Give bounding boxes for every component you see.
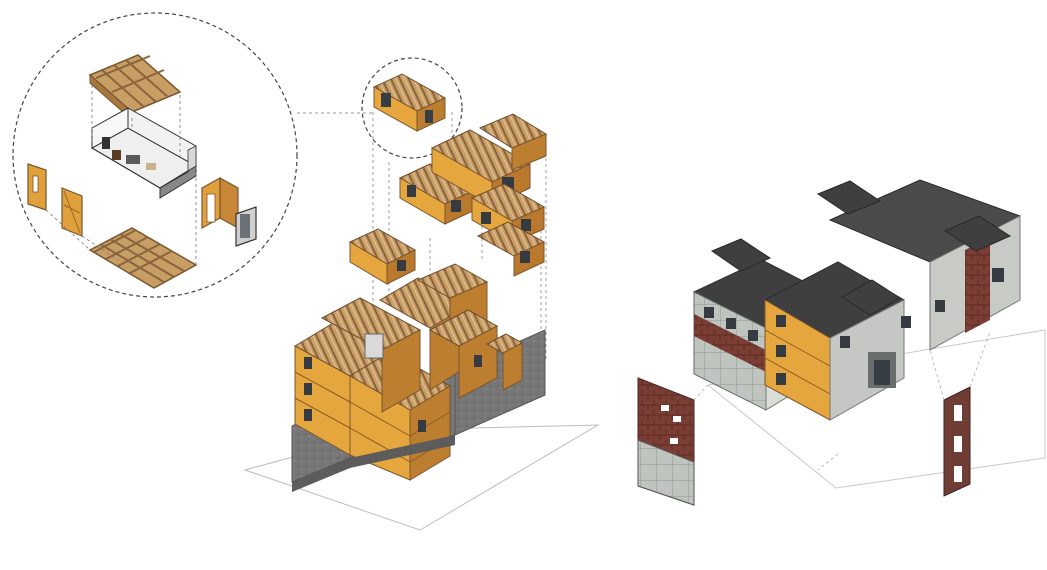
single-module	[372, 73, 447, 132]
floor-cassette	[88, 227, 198, 289]
module-callout-circle	[361, 57, 463, 159]
detail-circle	[12, 12, 298, 298]
module-callout	[361, 57, 463, 159]
finished-building	[637, 179, 1046, 506]
floating-single-module	[348, 228, 417, 285]
module-interior	[90, 107, 198, 199]
brick-cladding-panel	[637, 377, 695, 506]
floating-module-cluster	[398, 113, 548, 277]
dark-cladding-panel	[943, 386, 971, 497]
detail-circle-border	[12, 12, 298, 298]
wall-panel-left	[27, 163, 83, 237]
stacked-modules	[243, 263, 600, 531]
ceiling-cassette	[88, 54, 182, 122]
finished-guides	[693, 331, 991, 471]
module-upper-3	[478, 113, 548, 171]
finished-facade	[692, 179, 1022, 421]
wall-panel-door	[201, 176, 239, 230]
window-unit	[235, 206, 257, 247]
detail-leaders	[45, 85, 197, 265]
module-upper-5	[476, 221, 546, 277]
